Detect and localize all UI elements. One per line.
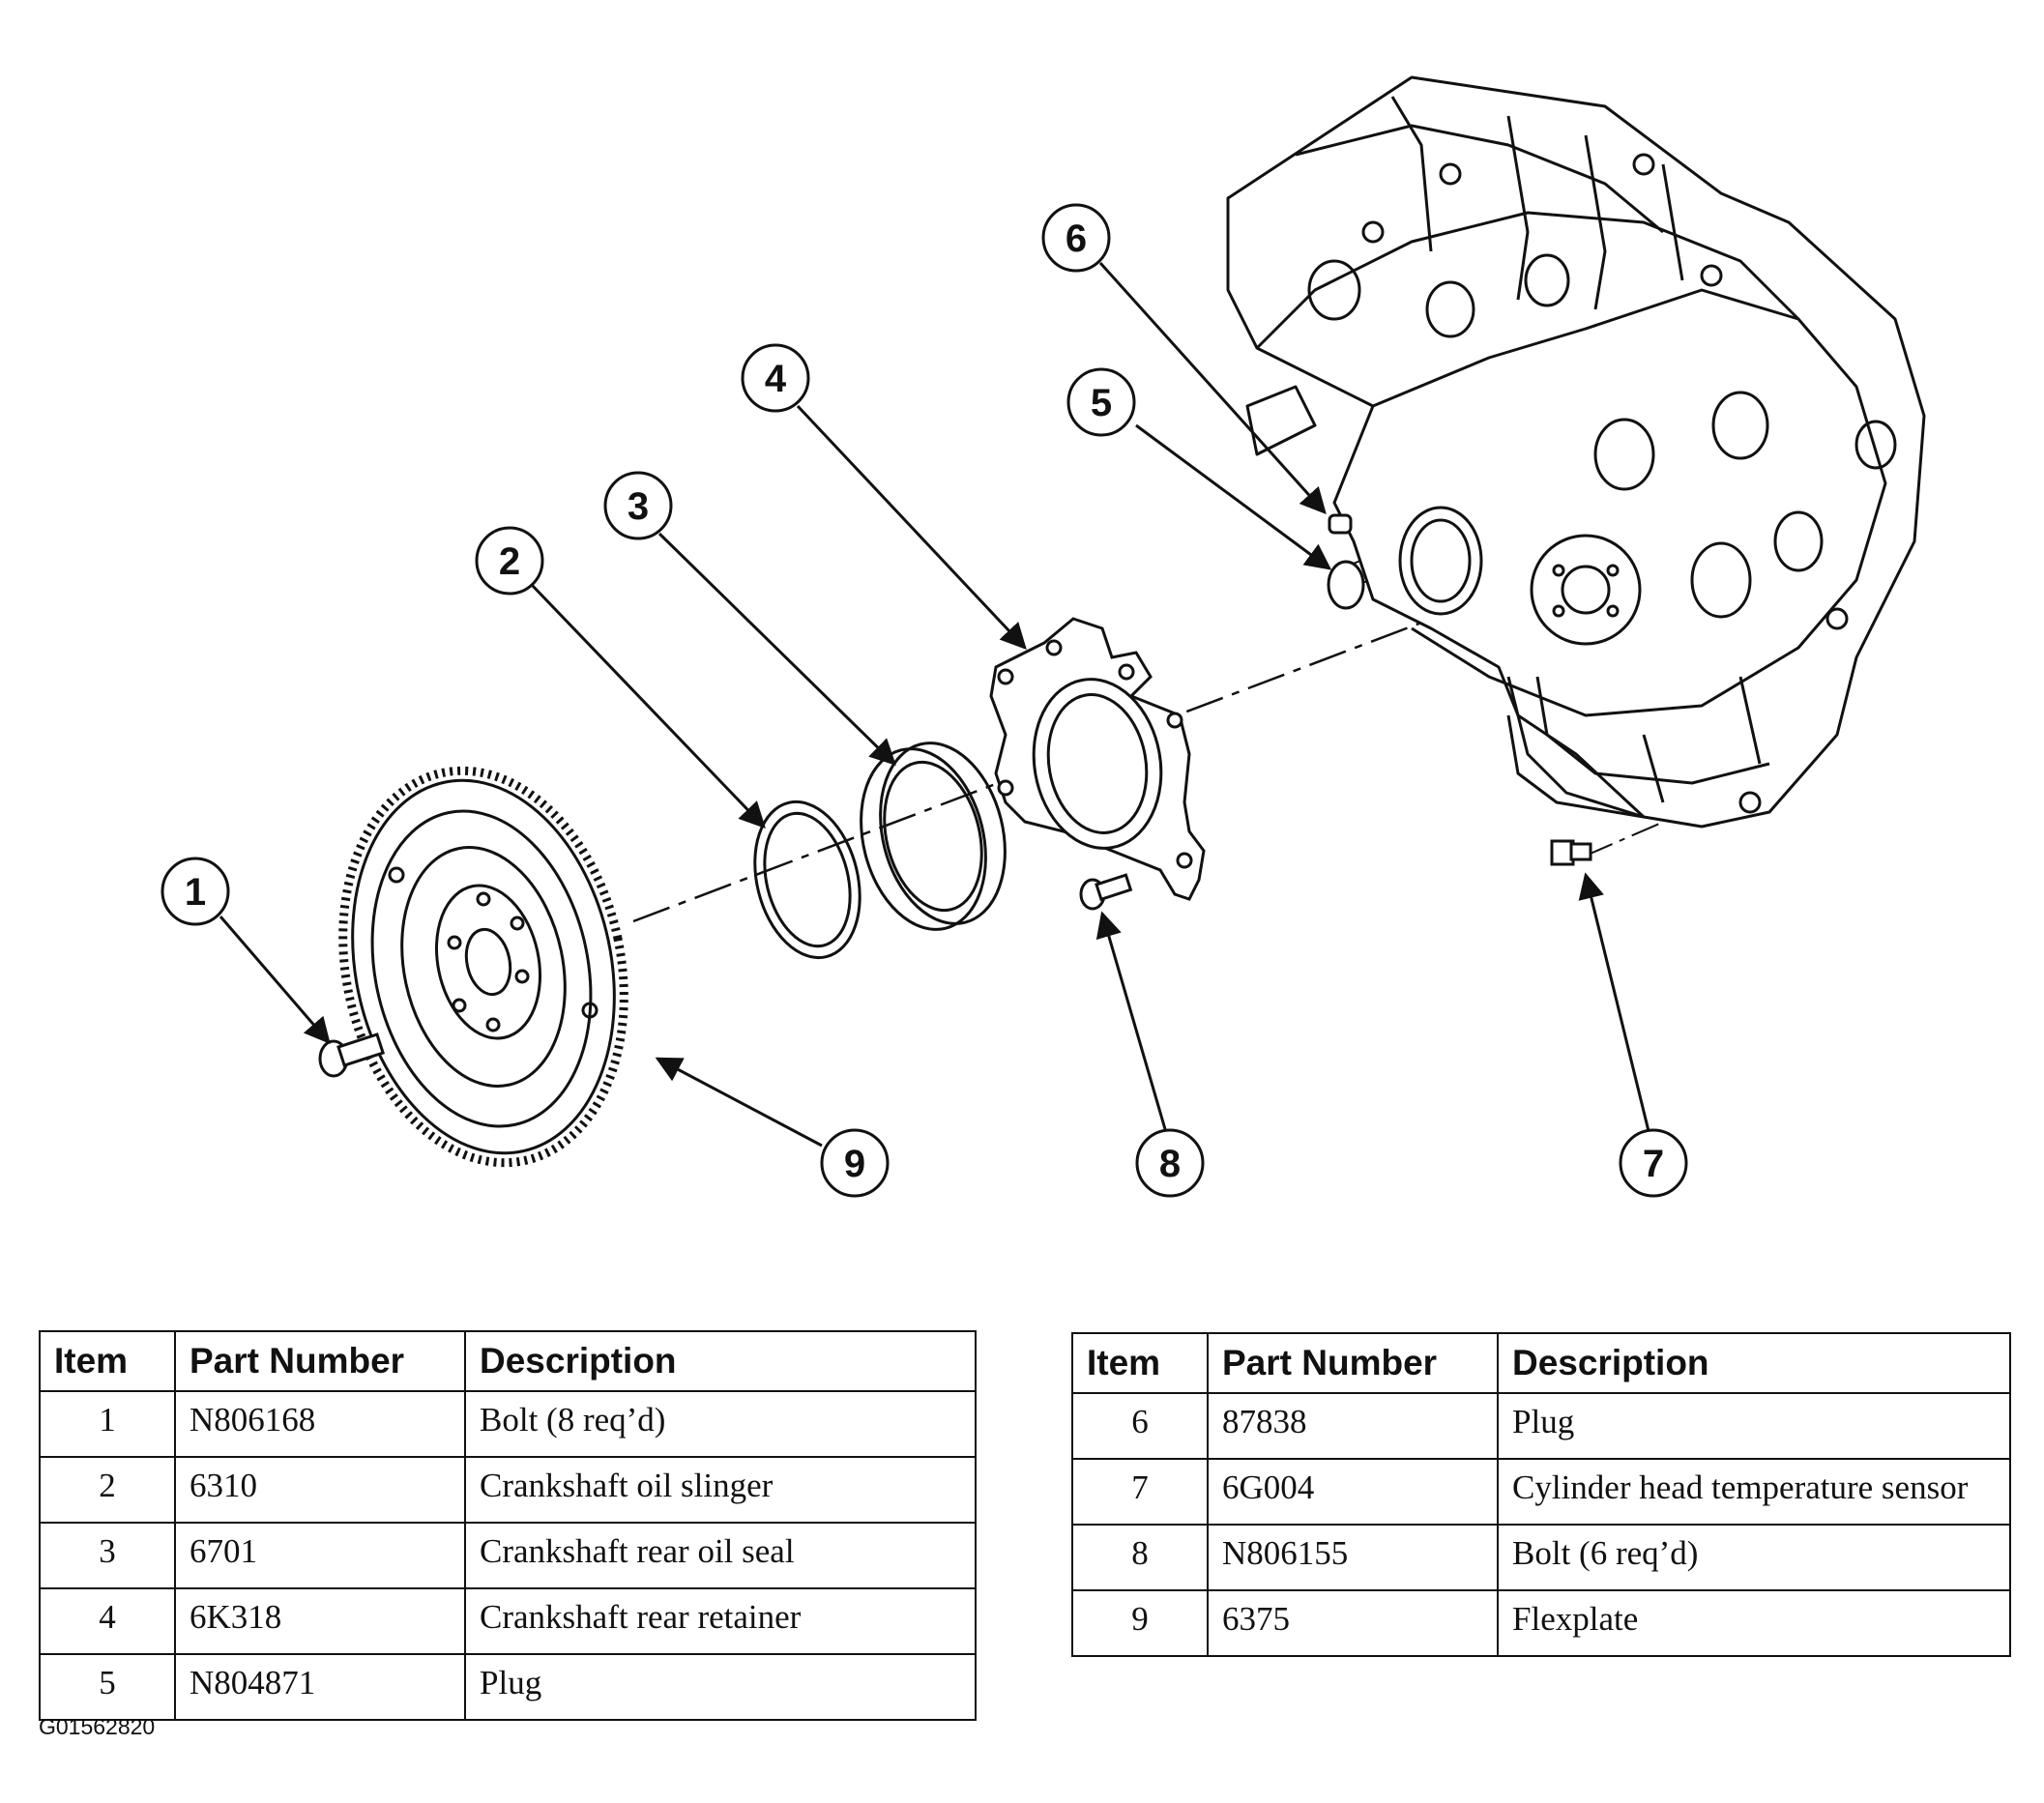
leader-7 (1578, 872, 1650, 1132)
callout-3-label: 3 (628, 485, 649, 528)
crankshaft-rear-retainer (989, 617, 1206, 901)
table-row: 5 N804871 Plug (39, 1653, 977, 1721)
callout-2: 2 (475, 526, 544, 596)
leader-1 (219, 916, 331, 1045)
table-row: 7 6G004 Cylinder head temperature sensor (1071, 1458, 2011, 1526)
header-part-number: Part Number (174, 1330, 466, 1392)
header-item: Item (1071, 1332, 1209, 1394)
part-number-cell: 6701 (174, 1522, 466, 1589)
item-cell: 7 (1071, 1458, 1209, 1526)
description-cell: Crankshaft oil slinger (464, 1456, 977, 1524)
description-cell: Crankshaft rear retainer (464, 1587, 977, 1655)
part-number-cell: N804871 (174, 1653, 466, 1721)
table-row: 8 N806155 Bolt (6 req’d) (1071, 1524, 2011, 1591)
header-part-number: Part Number (1207, 1332, 1499, 1394)
item-cell: 3 (39, 1522, 176, 1589)
item-cell: 1 (39, 1390, 176, 1458)
callout-5-label: 5 (1091, 382, 1112, 424)
table-row: 2 6310 Crankshaft oil slinger (39, 1456, 977, 1524)
flexplate-bolt (318, 1032, 386, 1078)
callout-7-label: 7 (1643, 1143, 1664, 1185)
callout-1: 1 (161, 857, 230, 926)
leader-4 (796, 404, 1027, 650)
plug-5 (1327, 560, 1365, 610)
part-number-cell: N806155 (1207, 1524, 1499, 1591)
table-row: 4 6K318 Crankshaft rear retainer (39, 1587, 977, 1655)
part-number-cell: 87838 (1207, 1392, 1499, 1460)
description-cell: Bolt (6 req’d) (1497, 1524, 2011, 1591)
callout-6-label: 6 (1066, 218, 1087, 260)
item-cell: 4 (39, 1587, 176, 1655)
item-cell: 2 (39, 1456, 176, 1524)
part-number-cell: 6G004 (1207, 1458, 1499, 1526)
part-number-cell: 6310 (174, 1456, 466, 1524)
header-item: Item (39, 1330, 176, 1392)
leader-2 (530, 583, 766, 829)
item-cell: 9 (1071, 1589, 1209, 1657)
crankshaft-oil-slinger (753, 800, 861, 960)
callout-3: 3 (603, 471, 673, 540)
plug-6 (1328, 513, 1353, 535)
header-description: Description (1497, 1332, 2011, 1394)
sensor-centerline (1585, 792, 1732, 857)
exploded-view-diagram: 1 2 3 4 5 6 7 8 9 (161, 75, 1926, 1198)
callout-8-label: 8 (1159, 1143, 1181, 1185)
part-number-cell: N806168 (174, 1390, 466, 1458)
table-row: 3 6701 Crankshaft rear oil seal (39, 1522, 977, 1589)
table-row: 6 87838 Plug (1071, 1392, 2011, 1460)
crankshaft-rear-oil-seal (860, 742, 1007, 931)
item-cell: 8 (1071, 1524, 1209, 1591)
description-cell: Plug (1497, 1392, 2011, 1460)
engine-block (1226, 75, 1926, 829)
description-cell: Cylinder head temperature sensor (1497, 1458, 2011, 1526)
callout-1-label: 1 (185, 871, 206, 914)
header-description: Description (464, 1330, 977, 1392)
parts-table-left: Item Part Number Description 1 N806168 B… (39, 1330, 977, 1721)
callout-4: 4 (741, 343, 810, 413)
callout-4-label: 4 (765, 358, 787, 400)
leader-5 (1135, 423, 1332, 570)
description-cell: Bolt (8 req’d) (464, 1390, 977, 1458)
description-cell: Crankshaft rear oil seal (464, 1522, 977, 1589)
callout-7: 7 (1619, 1128, 1688, 1198)
leader-6 (1098, 261, 1327, 515)
table-header-row: Item Part Number Description (1071, 1332, 2011, 1394)
part-number-cell: 6K318 (174, 1587, 466, 1655)
item-cell: 5 (39, 1653, 176, 1721)
callout-9: 9 (820, 1128, 890, 1198)
callout-8: 8 (1135, 1128, 1205, 1198)
part-number-cell: 6375 (1207, 1589, 1499, 1657)
leader-lines (219, 261, 1650, 1148)
callout-2-label: 2 (499, 540, 520, 583)
callout-6: 6 (1041, 203, 1111, 273)
table-header-row: Item Part Number Description (39, 1330, 977, 1392)
figure-code: G01562820 (39, 1714, 156, 1739)
table-row: 1 N806168 Bolt (8 req’d) (39, 1390, 977, 1458)
callout-9-label: 9 (844, 1143, 865, 1185)
callout-5: 5 (1066, 367, 1136, 437)
cylinder-head-temperature-sensor (1550, 839, 1592, 866)
description-cell: Flexplate (1497, 1589, 2011, 1657)
retainer-bolt (1079, 873, 1133, 911)
table-row: 9 6375 Flexplate (1071, 1589, 2011, 1657)
leader-8 (1095, 911, 1167, 1130)
leader-3 (657, 532, 896, 766)
leader-9 (655, 1057, 823, 1148)
item-cell: 6 (1071, 1392, 1209, 1460)
description-cell: Plug (464, 1653, 977, 1721)
flexplate (338, 766, 628, 1168)
parts-table-right: Item Part Number Description 6 87838 Plu… (1071, 1332, 2011, 1657)
